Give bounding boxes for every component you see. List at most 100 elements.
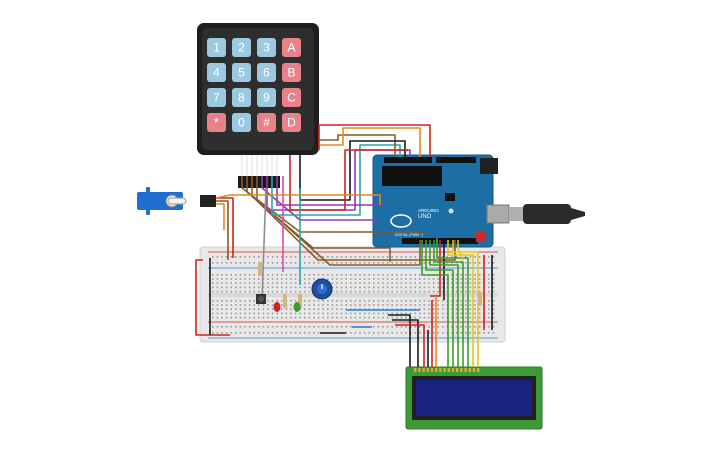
breadboard-hole [442,282,444,284]
breadboard-hole [336,282,338,284]
breadboard-hole [258,256,260,258]
red-led[interactable] [273,302,281,312]
breadboard-hole [299,290,301,293]
push-button[interactable] [256,294,266,304]
breadboard-hole [340,312,343,315]
keypad-key[interactable] [207,88,226,107]
breadboard-hole [336,286,338,289]
keypad-key[interactable] [282,63,301,82]
breadboard-hole [478,312,481,315]
breadboard-hole [474,282,476,284]
breadboard-hole [350,256,352,258]
breadboard-hole [216,274,219,276]
breadboard-hole [308,304,311,306]
resistor-2[interactable] [283,294,287,308]
breadboard-hole [373,262,375,264]
breadboard-hole [423,262,426,264]
breadboard-hole [345,256,347,258]
breadboard-hole [414,278,416,280]
breadboard-hole [442,290,444,293]
breadboard-hole [432,286,435,289]
breadboard-hole [396,286,398,289]
breadboard-hole [221,256,223,258]
breadboard-hole [239,290,242,293]
breadboard-hole [386,312,389,315]
breadboard-hole [235,282,237,284]
breadboard-hole [308,332,311,334]
resistor-4[interactable] [478,292,482,306]
lcd-display[interactable] [405,366,543,430]
breadboard-hole [294,286,297,289]
breadboard-hole [363,300,366,302]
breadboard-hole [465,304,467,306]
breadboard-hole [262,312,265,315]
breadboard-hole [281,332,283,334]
keypad-key[interactable] [282,113,301,132]
breadboard-hole [442,308,444,310]
breadboard-hole [290,332,292,334]
breadboard-hole [368,300,370,302]
keypad-key[interactable] [207,63,226,82]
green-led[interactable] [293,302,301,312]
breadboard-hole [216,300,219,302]
breadboard-hole [465,300,467,302]
breadboard-hole [478,256,481,258]
breadboard-hole [373,304,375,306]
breadboard-hole [313,332,315,334]
breadboard-hole [400,300,403,302]
breadboard-hole [386,290,389,293]
arduino-board[interactable]: UNO ARDUINO DIGITAL (PWM ~) [372,154,510,248]
keypad-key[interactable] [207,113,226,132]
breadboard-hole [469,312,472,315]
breadboard-hole [271,326,274,328]
breadboard-hole [391,290,393,293]
breadboard-hole [368,282,370,284]
breadboard-hole [396,274,398,276]
keypad-key[interactable] [282,38,301,57]
breadboard-hole [317,300,320,302]
breadboard-hole [492,290,495,293]
servo-motor[interactable] [137,187,216,215]
keypad-key[interactable] [232,38,251,57]
keypad-key[interactable] [257,38,276,57]
breadboard-hole [221,316,223,319]
keypad-key[interactable] [207,38,226,57]
keypad-key-label: * [214,116,219,130]
keypad-key-label: 7 [213,91,220,105]
keypad-key[interactable] [232,63,251,82]
breadboard-hole [391,274,393,276]
breadboard-hole [290,282,292,284]
breadboard-hole [216,282,219,284]
breadboard-hole [322,312,324,315]
breadboard-hole [267,256,269,258]
breadboard-hole [262,326,265,328]
breadboard-hole [478,282,481,284]
potentiometer[interactable] [311,278,333,300]
keypad-key[interactable] [257,63,276,82]
keypad-key[interactable] [232,113,251,132]
breadboard-hole [327,274,329,276]
breadboard-hole [478,290,481,293]
breadboard-hole [382,278,384,280]
breadboard-hole [258,316,260,319]
keypad-key[interactable] [232,88,251,107]
breadboard-hole [244,332,246,334]
breadboard-hole [488,274,490,276]
keypad-key[interactable] [257,113,276,132]
keypad-key[interactable] [257,88,276,107]
breadboard-hole [455,312,458,315]
breadboard-hole [225,316,228,319]
breadboard-hole [400,262,403,264]
breadboard-hole [350,278,352,280]
breadboard-hole [442,286,444,289]
breadboard-hole [359,312,361,315]
resistor-1[interactable] [258,262,262,276]
breadboard-hole [235,312,237,315]
breadboard-hole [235,308,237,310]
breadboard-hole [308,316,311,319]
breadboard-hole [488,256,490,258]
keypad-key[interactable] [282,88,301,107]
breadboard-hole [221,286,223,289]
breadboard-hole [382,256,384,258]
